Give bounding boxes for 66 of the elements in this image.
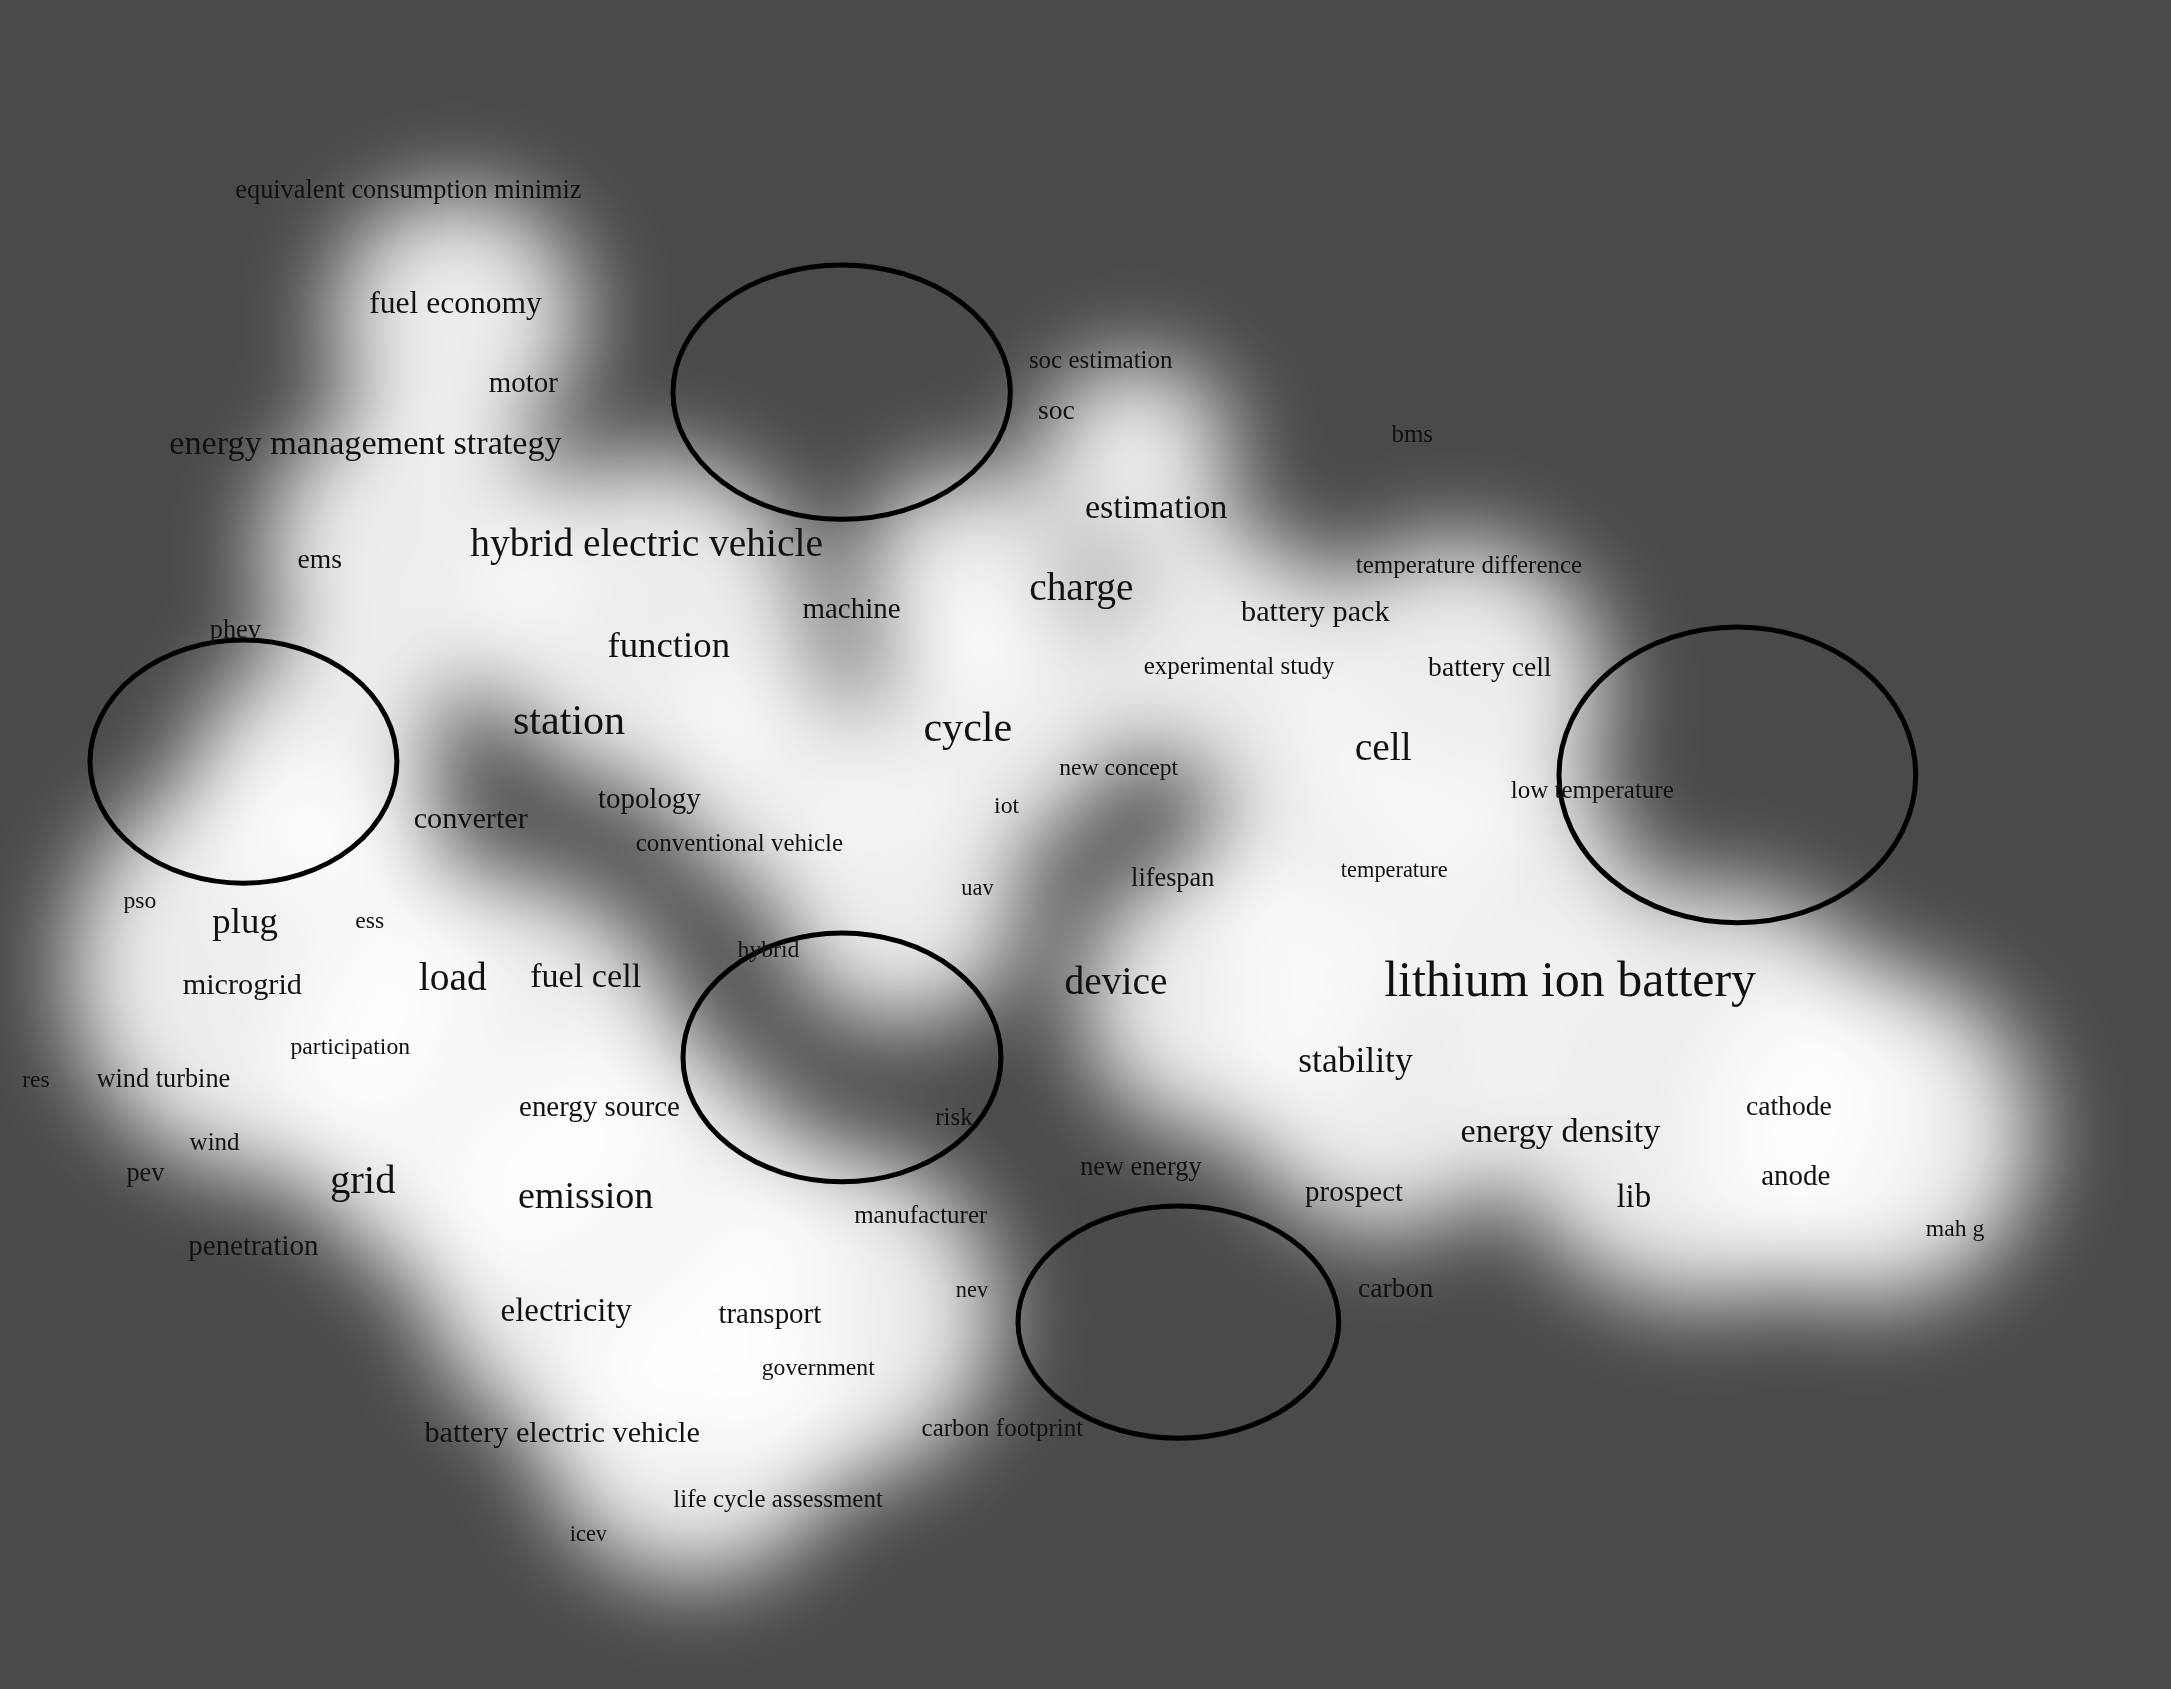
keyword-label: manufacturer [854, 1201, 988, 1227]
keyword-label: pev [126, 1159, 165, 1186]
keyword-label: topology [597, 783, 701, 812]
keyword-label: grid [329, 1159, 396, 1201]
keyword-label: hybrid electric vehicle [470, 524, 823, 564]
keyword-label: battery pack [1241, 595, 1390, 626]
keyword-label: ems [297, 545, 343, 574]
keyword-label: cell [1354, 727, 1412, 768]
keyword-label: temperature [1340, 858, 1448, 881]
keyword-label: temperature difference [1355, 551, 1583, 576]
keyword-label: soc estimation [1028, 346, 1173, 372]
keyword-label: emission [517, 1175, 654, 1214]
keyword-label: life cycle assessment [673, 1485, 883, 1511]
keyword-label: energy source [519, 1091, 680, 1121]
keyword-label: equivalent consumption minimiz [235, 176, 582, 203]
keyword-label: battery electric vehicle [424, 1416, 700, 1447]
keyword-label: device [1064, 961, 1168, 1002]
keyword-label: fuel economy [369, 287, 542, 319]
keyword-label: res [22, 1068, 50, 1092]
keyword-label: energy density [1460, 1114, 1661, 1149]
keyword-label: uav [961, 876, 994, 899]
keyword-label: icev [569, 1522, 608, 1546]
keyword-label: transport [718, 1298, 822, 1328]
ellipse-outline [1556, 624, 1919, 927]
keyword-label: machine [802, 593, 901, 623]
keyword-label: lib [1616, 1179, 1652, 1213]
keyword-label: cathode [1745, 1092, 1832, 1121]
keyword-label: fuel cell [530, 959, 642, 994]
keyword-label: phev [209, 616, 261, 644]
keyword-label: new concept [1059, 756, 1179, 781]
keyword-label: plug [212, 902, 278, 940]
keyword-label: carbon footprint [921, 1415, 1084, 1440]
keyword-label: electricity [500, 1293, 632, 1327]
keyword-label: nev [955, 1279, 989, 1302]
ellipse-outline [670, 261, 1014, 522]
keyword-label: prospect [1305, 1176, 1404, 1206]
keyword-label: penetration [188, 1230, 319, 1260]
keyword-label: mah g [1925, 1217, 1985, 1242]
keyword-label: wind [189, 1128, 240, 1154]
keyword-label: bms [1391, 420, 1434, 446]
keyword-label: soc [1038, 396, 1075, 424]
keyword-label: energy management strategy [169, 425, 562, 461]
keyword-label: stability [1298, 1042, 1413, 1079]
keyword-label: function [607, 626, 731, 664]
keyword-label: iot [994, 794, 1020, 818]
keyword-label: motor [488, 367, 558, 397]
keyword-label: risk [935, 1103, 973, 1129]
keyword-label: participation [290, 1034, 411, 1059]
keyword-label: charge [1029, 568, 1134, 609]
keyword-label: estimation [1084, 489, 1228, 524]
keyword-label: cycle [923, 705, 1013, 748]
keyword-label: new energy [1080, 1154, 1202, 1181]
keyword-label: wind turbine [96, 1065, 231, 1092]
keyword-label: station [512, 698, 626, 741]
keyword-label: anode [1761, 1161, 1831, 1190]
ellipse-outline [679, 930, 1004, 1186]
keyword-label: conventional vehicle [635, 829, 844, 855]
keyword-label: pso [123, 889, 157, 914]
keyword-label: government [761, 1356, 875, 1380]
keyword-label: battery cell [1428, 653, 1552, 682]
keyword-label: ess [355, 908, 385, 933]
keyword-label: carbon [1358, 1273, 1434, 1302]
keyword-label: microgrid [182, 969, 302, 1000]
keyword-label: lifespan [1131, 864, 1215, 891]
keyword-label: load [418, 957, 487, 998]
keyword-label: experimental study [1143, 652, 1335, 678]
